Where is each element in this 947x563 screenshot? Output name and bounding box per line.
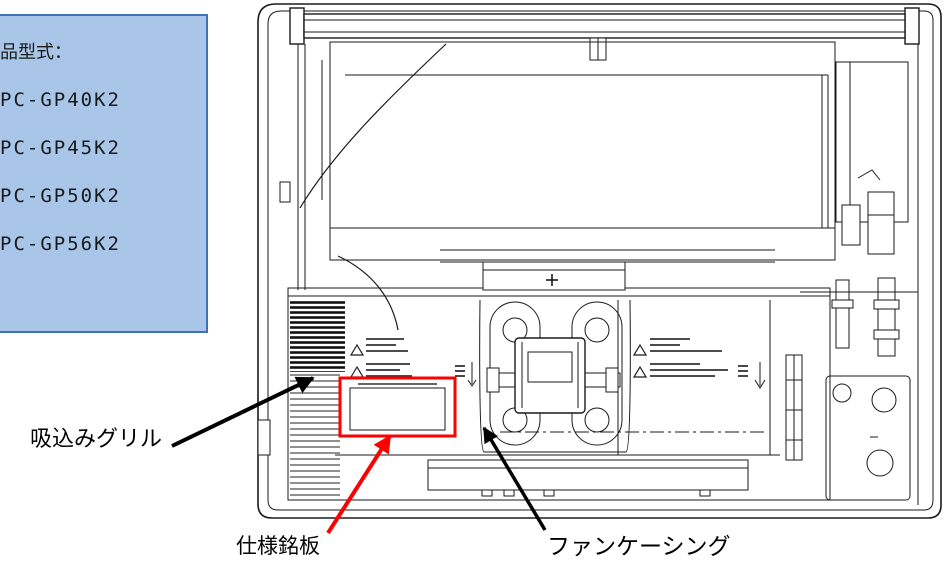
bottom-bar [427, 459, 749, 497]
spec-plate-arrow [326, 434, 392, 535]
spec-plate [349, 383, 446, 431]
model-number: PC-GP56K2 [0, 233, 121, 255]
spec-plate-highlight [338, 376, 457, 438]
warning-label-left [349, 338, 477, 387]
unit-outer-frame [257, 3, 942, 519]
fan-casing-label: ファンケーシング [547, 534, 731, 560]
model-number: PC-GP50K2 [0, 185, 121, 207]
lower-compartment [287, 261, 831, 501]
warning-label-right [632, 338, 766, 389]
top-roller [289, 7, 920, 61]
model-spec-box [0, 14, 208, 333]
spec-plate-label: 仕様銘板 [236, 534, 320, 558]
model-number: PC-GP40K2 [0, 89, 121, 111]
model-spec-title: 品型式： [0, 42, 72, 63]
control-box [825, 375, 911, 501]
right-side-components [800, 61, 918, 357]
model-number: PC-GP45K2 [0, 137, 121, 159]
intake-grille-label: 吸込みグリル [30, 427, 163, 452]
vertical-support [785, 354, 803, 461]
intake-grille [290, 300, 345, 498]
intake-grille-arrow [171, 376, 315, 448]
fan-casing [479, 299, 765, 453]
fan-casing-arrow [482, 426, 547, 531]
